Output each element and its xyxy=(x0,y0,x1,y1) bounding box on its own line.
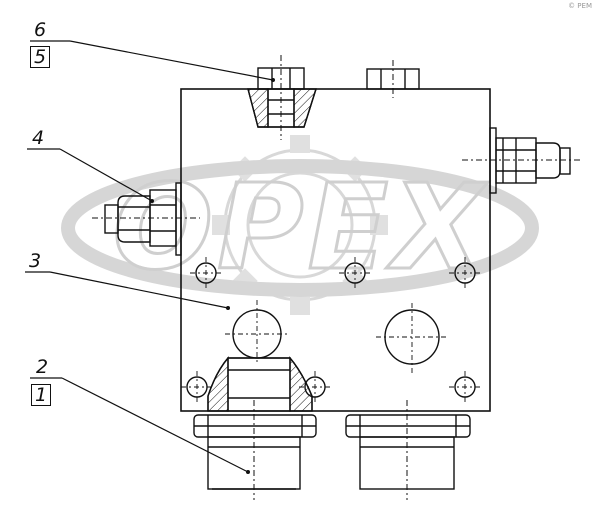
bottom-right-fitting xyxy=(345,400,471,500)
watermark-text: OPEX xyxy=(113,158,488,296)
callout-6: 6 xyxy=(34,19,47,41)
callout-2: 2 xyxy=(36,356,49,378)
leader-lines xyxy=(25,40,274,473)
callout-1: 1 xyxy=(31,384,52,406)
right-fitting xyxy=(462,127,580,194)
callout-4: 4 xyxy=(32,127,45,149)
bottom-left-port-section xyxy=(207,356,313,412)
watermark-corner-text: © РЕМ xyxy=(568,2,592,10)
watermark-oval xyxy=(61,159,539,297)
leader-endpoints xyxy=(150,78,275,474)
top-right-plug xyxy=(366,60,420,98)
left-fitting xyxy=(92,182,200,256)
bottom-left-fitting xyxy=(193,400,317,500)
callout-3: 3 xyxy=(29,250,42,272)
hole-centerlines xyxy=(181,257,481,403)
callout-5: 5 xyxy=(30,46,51,68)
top-fitting xyxy=(247,55,317,140)
watermark: OPEX © РЕМ xyxy=(61,2,592,315)
